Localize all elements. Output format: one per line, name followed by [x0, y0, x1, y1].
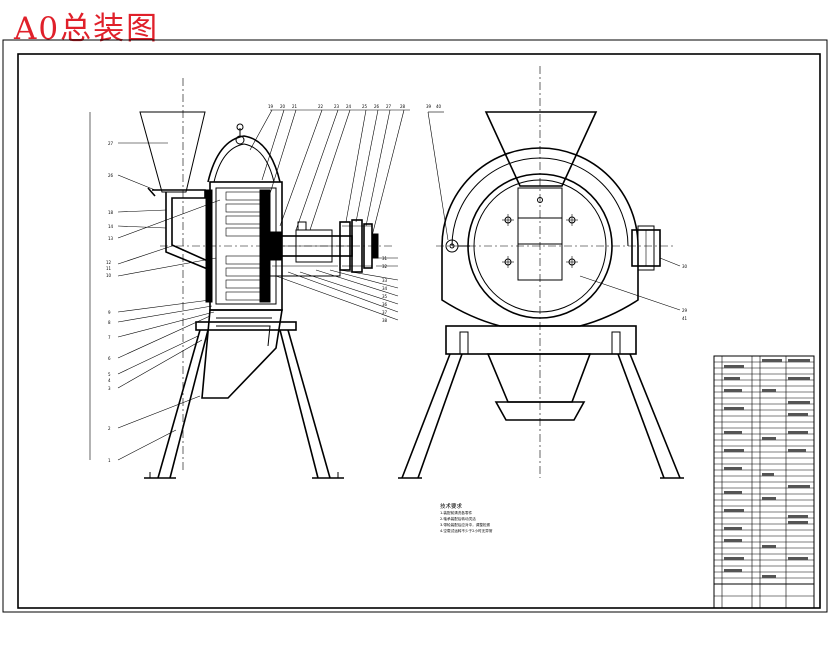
svg-text:11: 11 — [106, 266, 112, 271]
svg-text:5: 5 — [108, 372, 111, 377]
table-cell-text — [788, 515, 808, 518]
table-cell-text — [762, 473, 774, 476]
svg-text:1.装配前清洗各零件: 1.装配前清洗各零件 — [440, 510, 473, 515]
right-leaders — [275, 257, 399, 321]
top-leaders — [249, 109, 410, 237]
svg-text:38: 38 — [382, 318, 388, 323]
svg-text:2: 2 — [108, 426, 111, 431]
svg-text:36: 36 — [382, 302, 388, 307]
svg-text:3: 3 — [108, 386, 111, 391]
svg-text:23: 23 — [334, 104, 340, 109]
svg-text:6: 6 — [108, 356, 111, 361]
svg-text:28: 28 — [400, 104, 406, 109]
svg-text:4.空载试运转不少于2小时无异常: 4.空载试运转不少于2小时无异常 — [440, 528, 493, 533]
table-cell-text — [788, 521, 808, 524]
table-cell-text — [724, 431, 742, 434]
table-cell-text — [724, 449, 744, 452]
svg-text:技术要求: 技术要求 — [440, 502, 463, 510]
svg-text:13: 13 — [108, 236, 114, 241]
right-callouts: 31 32 33 34 35 36 37 38 — [382, 256, 388, 323]
outer-border — [2, 39, 828, 613]
svg-text:32: 32 — [382, 264, 388, 269]
svg-text:26: 26 — [374, 104, 380, 109]
svg-text:41: 41 — [682, 316, 688, 321]
front-view — [398, 66, 684, 479]
svg-text:30: 30 — [682, 264, 688, 269]
table-cell-text — [762, 359, 782, 362]
table-cell-text — [724, 509, 744, 512]
table-cell-text — [724, 467, 742, 470]
svg-text:18: 18 — [108, 210, 114, 215]
table-cell-text — [762, 497, 776, 500]
svg-text:29: 29 — [682, 308, 688, 313]
svg-text:22: 22 — [318, 104, 324, 109]
svg-text:24: 24 — [346, 104, 352, 109]
inner-border — [17, 53, 821, 609]
svg-text:20: 20 — [280, 104, 286, 109]
table-cell-text — [724, 539, 742, 542]
table-cell-text — [724, 491, 742, 494]
table-cell-text — [724, 557, 744, 560]
svg-text:10: 10 — [106, 273, 112, 278]
svg-text:39: 39 — [426, 104, 432, 109]
table-cell-text — [788, 449, 806, 452]
svg-text:14: 14 — [108, 224, 114, 229]
top-callouts: 19 20 21 22 23 24 25 26 27 28 — [268, 104, 406, 109]
table-cell-text — [788, 557, 808, 560]
table-cell-text — [724, 569, 742, 572]
svg-text:19: 19 — [268, 104, 274, 109]
technical-notes: 技术要求 1.装配前清洗各零件 2.轴承装配后转动灵活 3.带轮装配后应对中，调… — [440, 502, 493, 533]
svg-text:33: 33 — [382, 278, 388, 283]
table-cell-text — [762, 437, 776, 440]
table-cell-text — [762, 575, 776, 578]
svg-text:12: 12 — [106, 260, 112, 265]
svg-text:27: 27 — [386, 104, 392, 109]
table-cell-text — [788, 377, 810, 380]
table-cell-text — [724, 407, 744, 410]
table-cell-text — [788, 431, 808, 434]
table-cell-text — [724, 527, 742, 530]
svg-text:4: 4 — [108, 378, 111, 383]
svg-text:9: 9 — [108, 310, 111, 315]
section-view — [89, 78, 395, 479]
svg-text:8: 8 — [108, 320, 111, 325]
svg-text:21: 21 — [292, 104, 298, 109]
svg-text:37: 37 — [382, 310, 388, 315]
drawing-title: A0总装图 — [14, 11, 160, 47]
front-leaders — [427, 111, 681, 311]
left-callouts: 27 26 18 14 13 12 11 10 9 8 7 6 5 4 3 2 … — [106, 141, 114, 463]
table-cell-text — [724, 389, 742, 392]
svg-text:2.轴承装配后转动灵活: 2.轴承装配后转动灵活 — [440, 516, 476, 521]
svg-text:27: 27 — [108, 141, 114, 146]
table-cell-text — [788, 485, 810, 488]
svg-text:26: 26 — [108, 173, 114, 178]
svg-text:35: 35 — [382, 294, 388, 299]
table-cell-text — [724, 365, 744, 368]
table-cell-text — [788, 401, 810, 404]
svg-text:34: 34 — [382, 286, 388, 291]
left-leaders — [117, 142, 221, 461]
svg-text:7: 7 — [108, 335, 111, 340]
table-cell-text — [762, 389, 776, 392]
svg-text:40: 40 — [436, 104, 442, 109]
table-cell-text — [788, 359, 810, 362]
parts-list-table — [713, 355, 815, 609]
svg-text:3.带轮装配后应对中，调整松紧: 3.带轮装配后应对中，调整松紧 — [440, 522, 491, 527]
table-cell-text — [762, 545, 776, 548]
front-callouts: 39 40 30 29 41 — [426, 104, 688, 321]
svg-text:31: 31 — [382, 256, 388, 261]
svg-text:25: 25 — [362, 104, 368, 109]
table-cell-text — [724, 377, 740, 380]
table-cell-text — [788, 413, 808, 416]
svg-text:1: 1 — [108, 458, 111, 463]
